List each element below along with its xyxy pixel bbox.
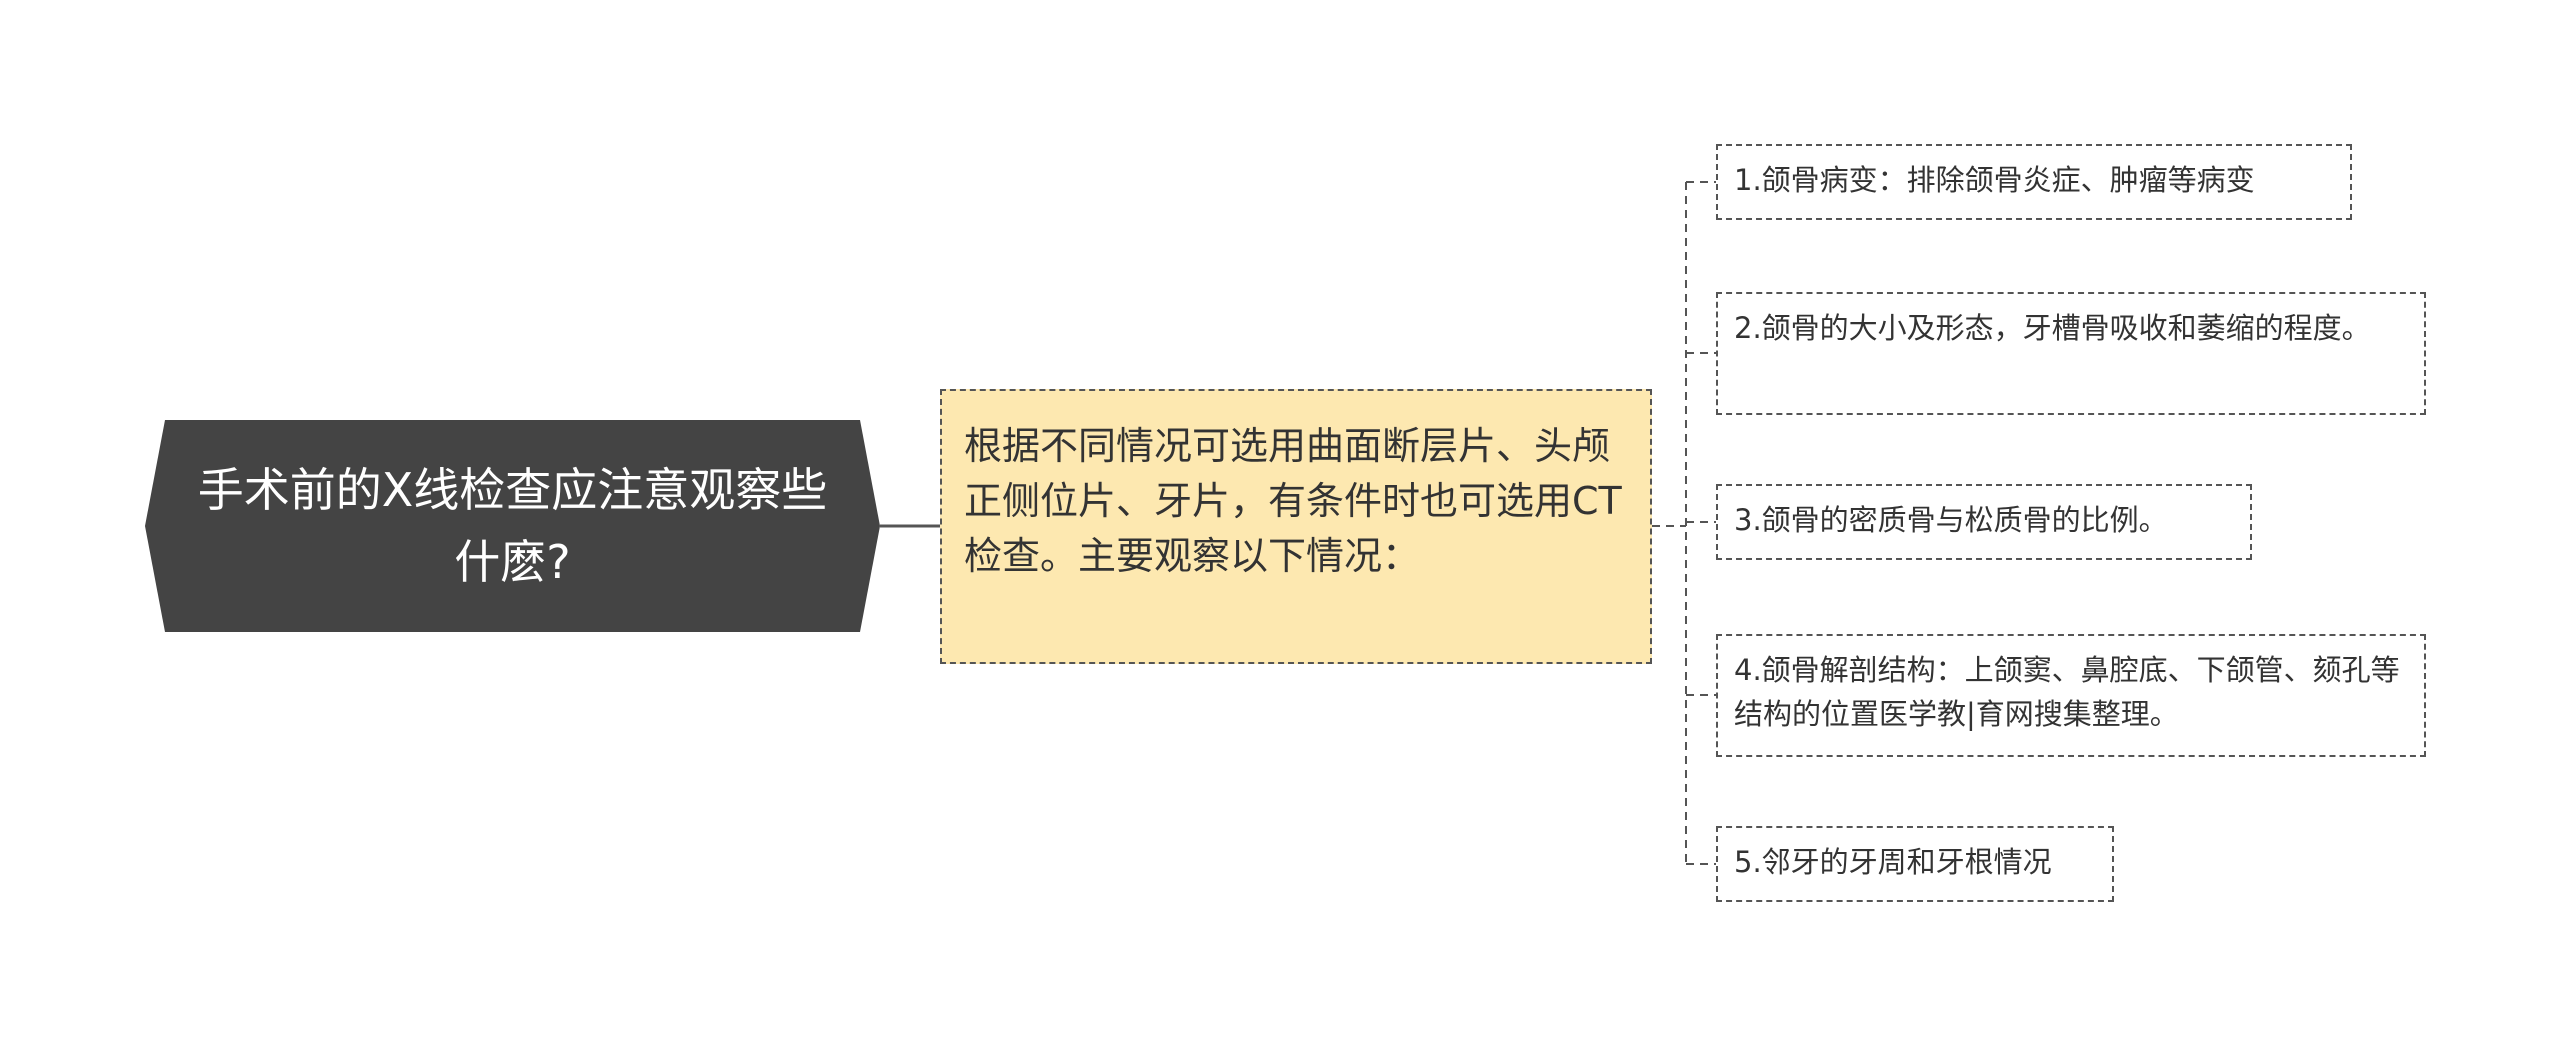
root-node-shape [145,420,880,632]
subtopic-node-5[interactable]: 5.邻牙的牙周和牙根情况 [1716,826,2114,902]
subtopic-node-3[interactable]: 3.颌骨的密质骨与松质骨的比例。 [1716,484,2252,560]
main-topic-label: 根据不同情况可选用曲面断层片、头颅正侧位片、牙片，有条件时也可选用CT检查。主要… [964,424,1622,578]
subtopic-node-1[interactable]: 1.颌骨病变：排除颌骨炎症、肿瘤等病变 [1716,144,2352,220]
subtopic-label: 4.颌骨解剖结构：上颌窦、鼻腔底、下颌管、颏孔等结构的位置医学教|育网搜集整理。 [1734,653,2400,731]
subtopic-label: 2.颌骨的大小及形态，牙槽骨吸收和萎缩的程度。 [1734,311,2371,345]
subtopic-node-2[interactable]: 2.颌骨的大小及形态，牙槽骨吸收和萎缩的程度。 [1716,292,2426,415]
subtopic-label: 1.颌骨病变：排除颌骨炎症、肿瘤等病变 [1734,163,2255,197]
root-node[interactable]: 手术前的X线检查应注意观察些什麽? [145,420,880,632]
main-topic-node[interactable]: 根据不同情况可选用曲面断层片、头颅正侧位片、牙片，有条件时也可选用CT检查。主要… [940,389,1652,664]
root-node-label: 手术前的X线检查应注意观察些什麽? [197,463,828,589]
subtopic-label: 3.颌骨的密质骨与松质骨的比例。 [1734,503,2168,537]
subtopic-node-4[interactable]: 4.颌骨解剖结构：上颌窦、鼻腔底、下颌管、颏孔等结构的位置医学教|育网搜集整理。 [1716,634,2426,757]
subtopic-label: 5.邻牙的牙周和牙根情况 [1734,845,2052,879]
